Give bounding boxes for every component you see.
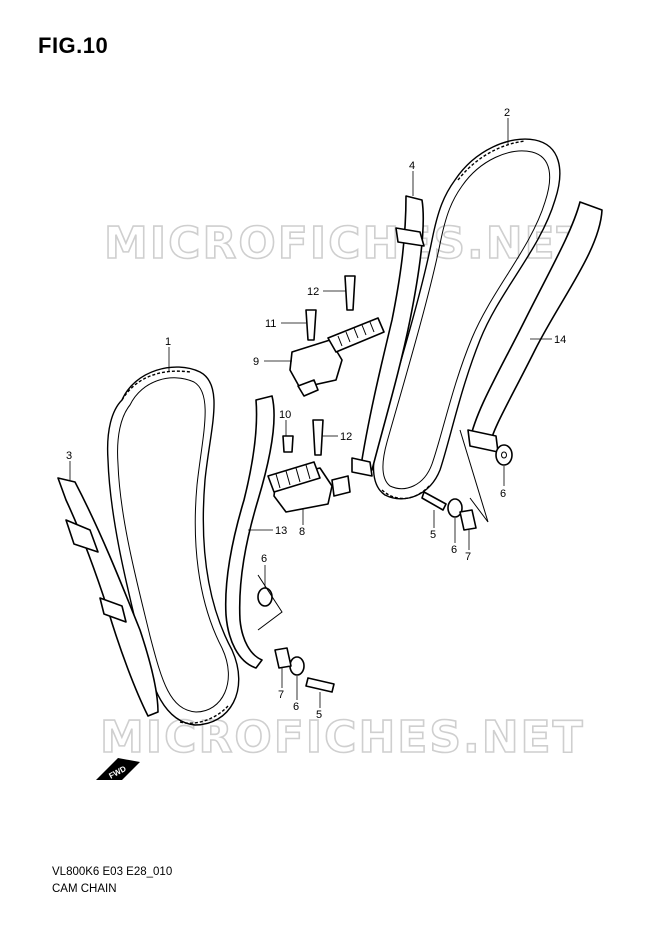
callout-6-left-bottom: 6: [293, 701, 299, 713]
callout-8: 8: [299, 526, 305, 538]
forward-direction-icon: FWD: [96, 758, 140, 781]
callout-12-top: 12: [307, 286, 319, 298]
callout-6-left-top: 6: [261, 553, 267, 565]
left-cam-chain: [106, 366, 240, 726]
drawing-code: VL800K6 E03 E28_010: [52, 866, 173, 878]
callout-2: 2: [504, 107, 510, 119]
watermark-top: MICROFICHES.NET: [104, 218, 589, 269]
left-tensioner-arm: [224, 395, 275, 669]
callout-14: 14: [554, 334, 566, 346]
upper-chain-guide: [359, 195, 425, 473]
diagram-caption: CAM CHAIN: [52, 883, 117, 895]
washers-and-spacers: [257, 444, 513, 676]
callout-5-right: 5: [430, 529, 436, 541]
callout-12-bottom: 12: [340, 431, 352, 443]
lower-tensioner-adjuster: [267, 461, 351, 513]
upper-tensioner-adjuster: [289, 317, 385, 397]
right-cam-chain: [372, 138, 561, 500]
callout-13: 13: [275, 525, 287, 537]
callout-1: 1: [165, 336, 171, 348]
callout-4: 4: [409, 160, 415, 172]
callout-7-right: 7: [465, 551, 471, 563]
callout-6-right-top: 6: [500, 488, 506, 500]
callout-3: 3: [66, 450, 72, 462]
callouts: 1 2 3 4 5 5 6 6 6 6 7 7 8 9 10 11 12: [66, 107, 566, 721]
bolts: [282, 275, 447, 693]
callout-11: 11: [265, 318, 276, 330]
callout-10: 10: [279, 409, 291, 421]
callout-6-right-bottom: 6: [451, 544, 457, 556]
callout-5-left: 5: [316, 709, 322, 721]
watermark-bottom: MICROFICHES.NET: [100, 712, 585, 763]
callout-9: 9: [253, 356, 259, 368]
figure-title: FIG.10: [38, 33, 109, 58]
left-chain-guide: [57, 477, 159, 717]
callout-7-left: 7: [278, 689, 284, 701]
